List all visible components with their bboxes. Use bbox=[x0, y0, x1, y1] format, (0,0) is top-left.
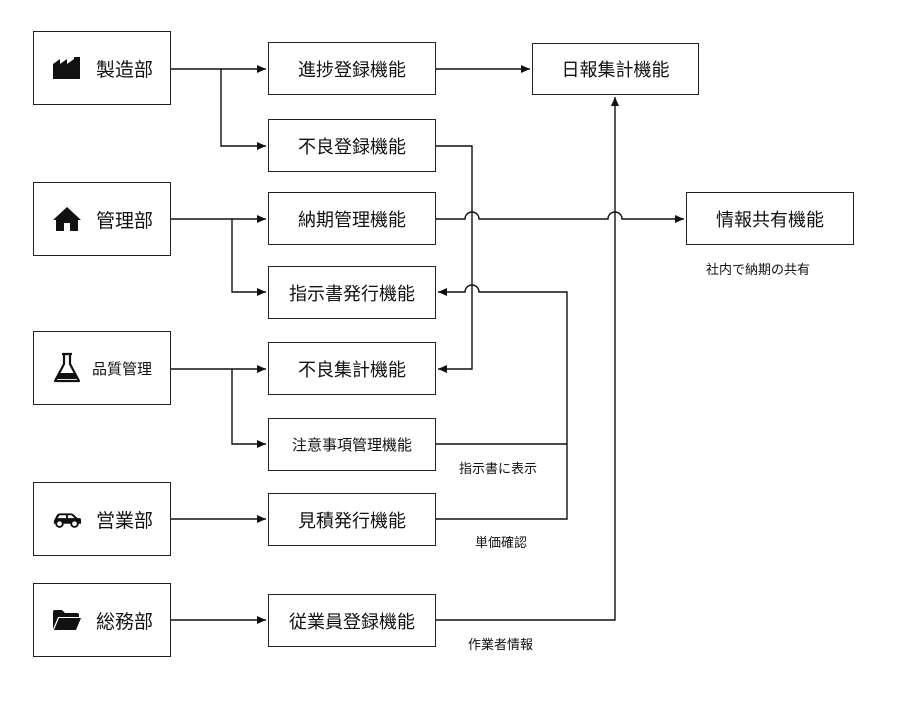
line-hinshitsu-chui bbox=[231, 369, 266, 448]
func-label: 注意事項管理機能 bbox=[291, 436, 412, 454]
func-shijisho: 指示書発行機能 bbox=[268, 266, 436, 319]
folder-icon bbox=[52, 605, 82, 635]
func-label: 日報集計機能 bbox=[561, 60, 670, 81]
note-shiji-hyoji: 指示書に表示 bbox=[459, 462, 538, 477]
func-label: 進捗登録機能 bbox=[298, 59, 406, 81]
dept-seizo: 製造部 bbox=[33, 31, 171, 105]
note-shanai: 社内で納期の共有 bbox=[706, 263, 811, 278]
line-furyo-toroku-shukei bbox=[436, 145, 473, 373]
func-label: 指示書発行機能 bbox=[289, 283, 415, 305]
dept-label: 品質管理 bbox=[92, 359, 153, 378]
dept-kanri: 管理部 bbox=[33, 182, 171, 256]
line-noki-joho bbox=[436, 211, 684, 223]
func-label: 見積発行機能 bbox=[298, 510, 406, 532]
line-mitsumori-shijisho bbox=[436, 284, 568, 520]
func-label: 不良集計機能 bbox=[298, 359, 406, 381]
func-label: 納期管理機能 bbox=[298, 209, 406, 231]
factory-icon bbox=[52, 53, 82, 83]
func-joho: 情報共有機能 bbox=[686, 192, 854, 245]
dept-hinshitsu: 品質管理 bbox=[33, 331, 171, 405]
func-nippo: 日報集計機能 bbox=[532, 43, 699, 95]
car-icon bbox=[52, 504, 82, 534]
home-icon bbox=[52, 204, 82, 234]
func-shinchoku: 進捗登録機能 bbox=[268, 42, 436, 95]
func-furyo-toroku: 不良登録機能 bbox=[268, 119, 436, 172]
func-label: 従業員登録機能 bbox=[289, 611, 415, 633]
dept-label: 管理部 bbox=[96, 209, 154, 232]
flask-icon bbox=[52, 352, 82, 383]
func-furyo-shukei: 不良集計機能 bbox=[268, 342, 436, 395]
line-kanri-shijisho bbox=[231, 219, 266, 296]
dept-label: 営業部 bbox=[96, 509, 154, 532]
func-noki: 納期管理機能 bbox=[268, 192, 436, 245]
dept-somu: 総務部 bbox=[33, 583, 171, 657]
func-chui: 注意事項管理機能 bbox=[268, 418, 436, 471]
dept-label: 製造部 bbox=[96, 58, 154, 81]
line-jugyoin-nippo bbox=[436, 97, 619, 621]
note-sagyosha: 作業者情報 bbox=[468, 638, 534, 653]
dept-label: 総務部 bbox=[96, 610, 154, 633]
func-label: 不良登録機能 bbox=[298, 136, 406, 158]
line-seizo-furyo-toroku bbox=[220, 69, 266, 150]
func-jugyoin: 従業員登録機能 bbox=[268, 594, 436, 647]
func-mitsumori: 見積発行機能 bbox=[268, 493, 436, 546]
func-label: 情報共有機能 bbox=[716, 209, 824, 231]
note-tanka: 単価確認 bbox=[475, 536, 528, 551]
dept-eigyo: 営業部 bbox=[33, 482, 171, 556]
